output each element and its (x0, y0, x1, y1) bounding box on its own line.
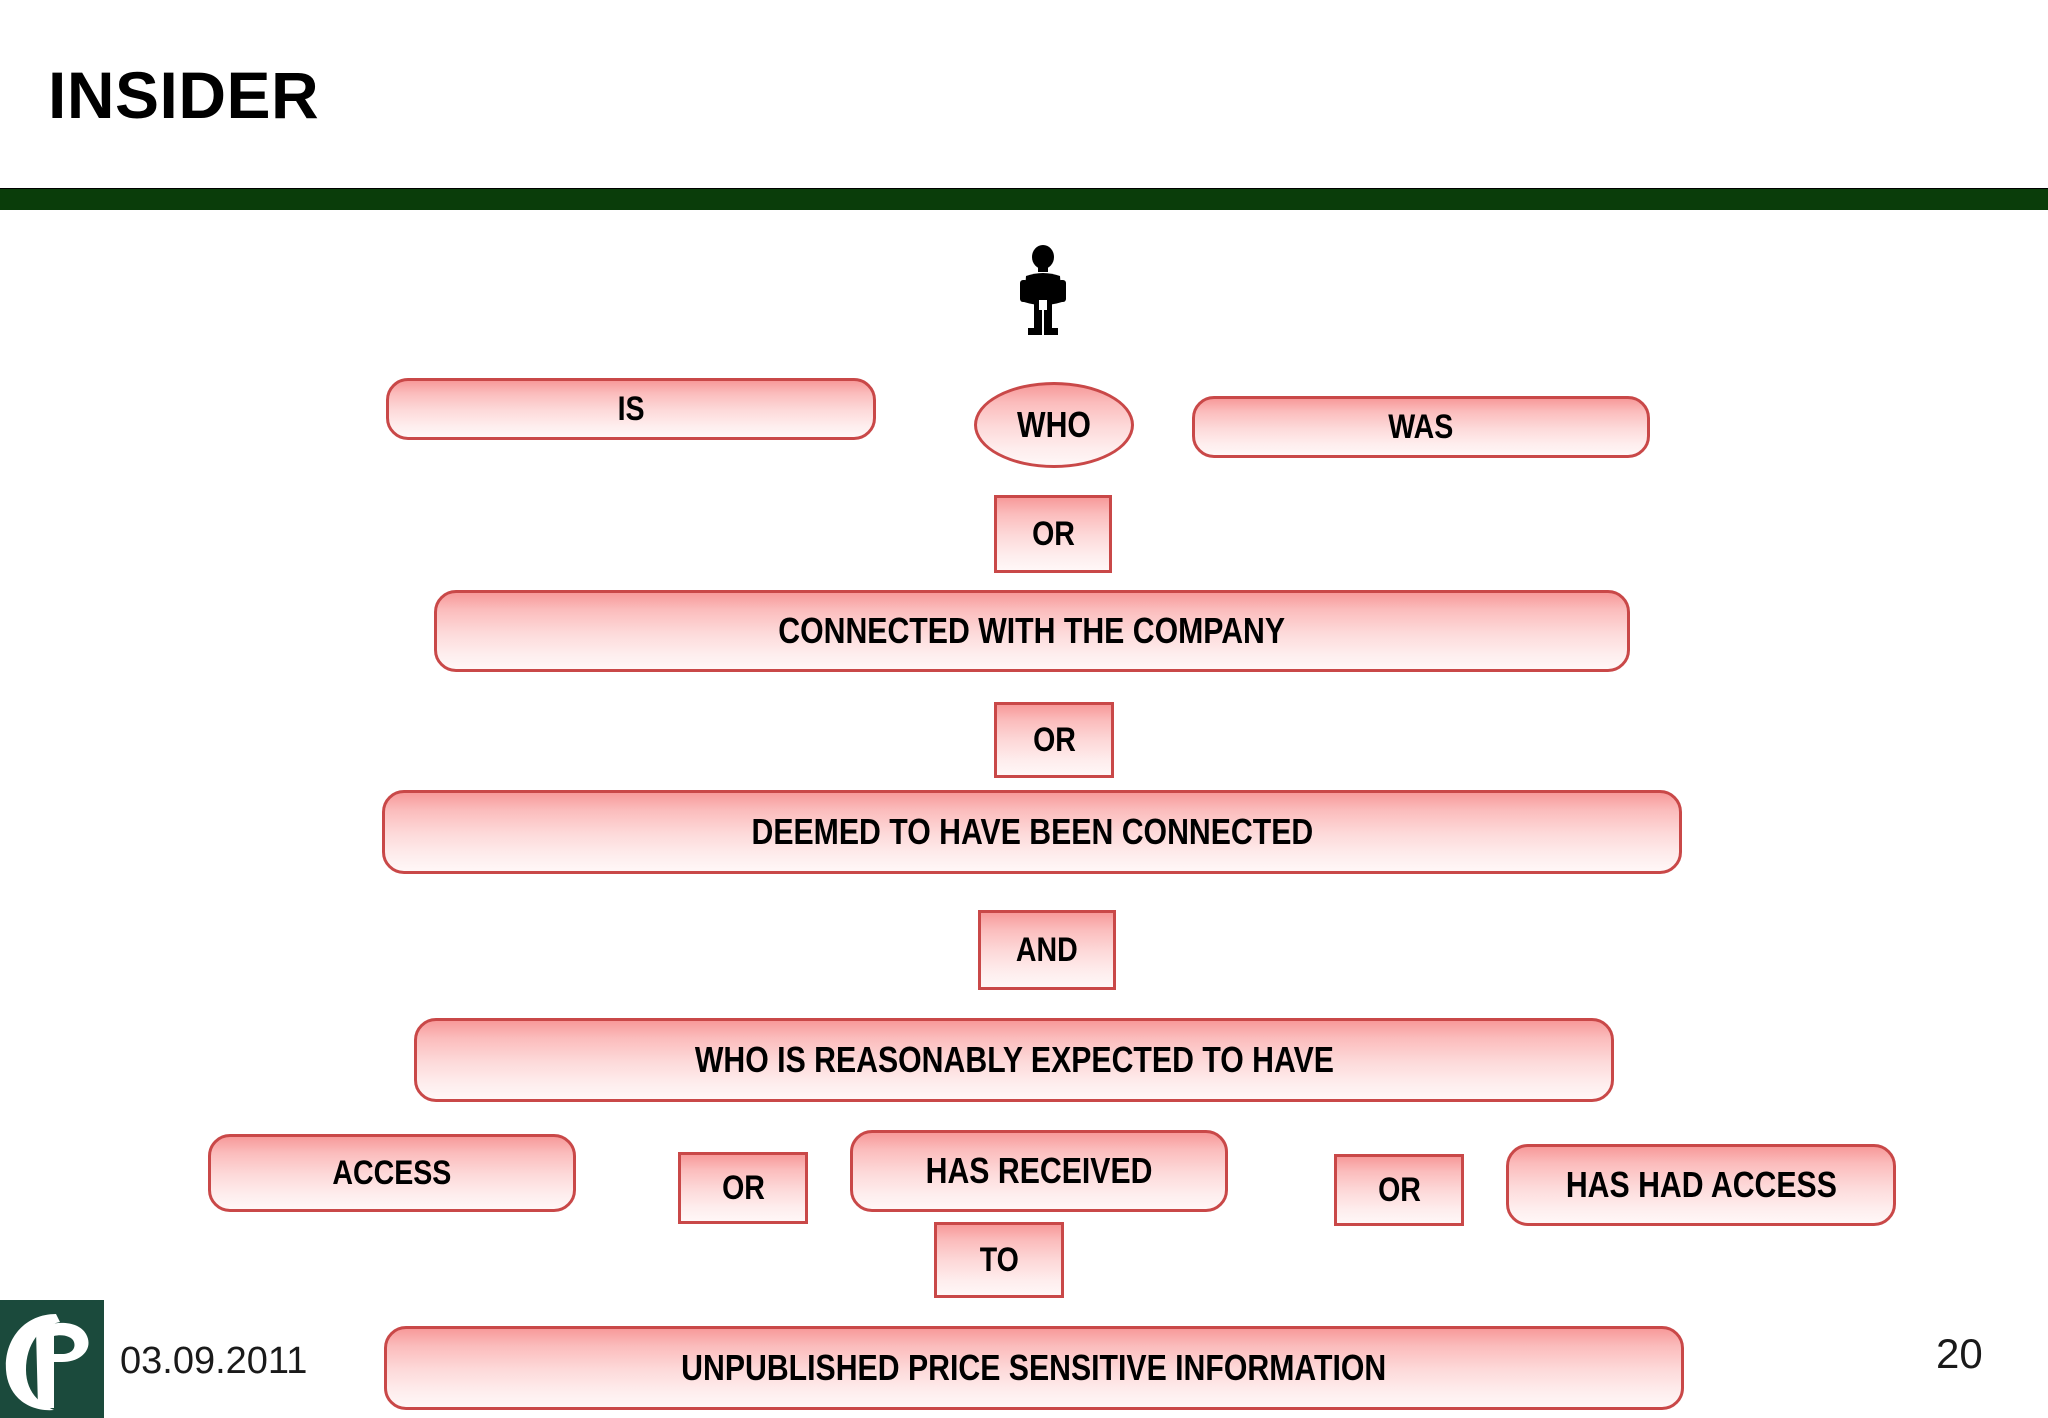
flow-node-label: OR (1032, 720, 1076, 759)
flow-node-who[interactable]: WHO (974, 382, 1147, 477)
flow-node-to[interactable]: TO (934, 1222, 1075, 1309)
flow-node-label: OR (1031, 514, 1075, 553)
person-silhouette-icon (1012, 244, 1074, 336)
flow-node-or3[interactable]: OR (678, 1152, 819, 1235)
flow-node-access[interactable]: ACCESS (208, 1134, 587, 1223)
flow-node-upsi[interactable]: UNPUBLISHED PRICE SENSITIVE INFORMATION (384, 1326, 1695, 1418)
flow-node-deemed[interactable]: DEEMED TO HAVE BEEN CONNECTED (382, 790, 1693, 885)
page-number: 20 (1936, 1330, 1983, 1377)
flow-node-label: WAS (1388, 407, 1454, 446)
flow-node-label: UNPUBLISHED PRICE SENSITIVE INFORMATION (681, 1347, 1387, 1388)
flow-node-label: WHO (1017, 404, 1091, 445)
flow-node-label: IS (617, 389, 645, 428)
flow-node-label: OR (721, 1168, 765, 1207)
flow-node-hadaccess[interactable]: HAS HAD ACCESS (1506, 1144, 1907, 1237)
flow-node-label: WHO IS REASONABLY EXPECTED TO HAVE (694, 1039, 1334, 1080)
node-shadow (403, 395, 887, 451)
flow-node-label: TO (979, 1240, 1019, 1279)
flow-node-label: DEEMED TO HAVE BEEN CONNECTED (751, 811, 1313, 852)
flow-node-and[interactable]: AND (978, 910, 1127, 1001)
flow-node-label: HAS RECEIVED (925, 1150, 1153, 1191)
flow-node-was[interactable]: WAS (1192, 396, 1661, 469)
flow-node-received[interactable]: HAS RECEIVED (850, 1130, 1239, 1223)
flow-node-is[interactable]: IS (386, 378, 887, 451)
flow-node-label: ACCESS (332, 1153, 452, 1192)
cp-monogram-logo (0, 1300, 104, 1418)
flow-node-label: CONNECTED WITH THE COMPANY (778, 610, 1286, 651)
flow-node-connected[interactable]: CONNECTED WITH THE COMPANY (434, 590, 1641, 683)
flow-node-label: OR (1377, 1170, 1421, 1209)
flow-node-expected[interactable]: WHO IS REASONABLY EXPECTED TO HAVE (414, 1018, 1625, 1113)
flow-node-or2[interactable]: OR (994, 702, 1125, 789)
title-accent-bar (0, 188, 2048, 210)
flow-node-label: HAS HAD ACCESS (1565, 1164, 1837, 1205)
page-title: INSIDER (48, 58, 320, 132)
flow-node-or4[interactable]: OR (1334, 1154, 1475, 1237)
footer-date: 03.09.2011 (120, 1340, 308, 1382)
flow-node-label: AND (1016, 930, 1078, 969)
flow-node-or1[interactable]: OR (994, 495, 1123, 584)
